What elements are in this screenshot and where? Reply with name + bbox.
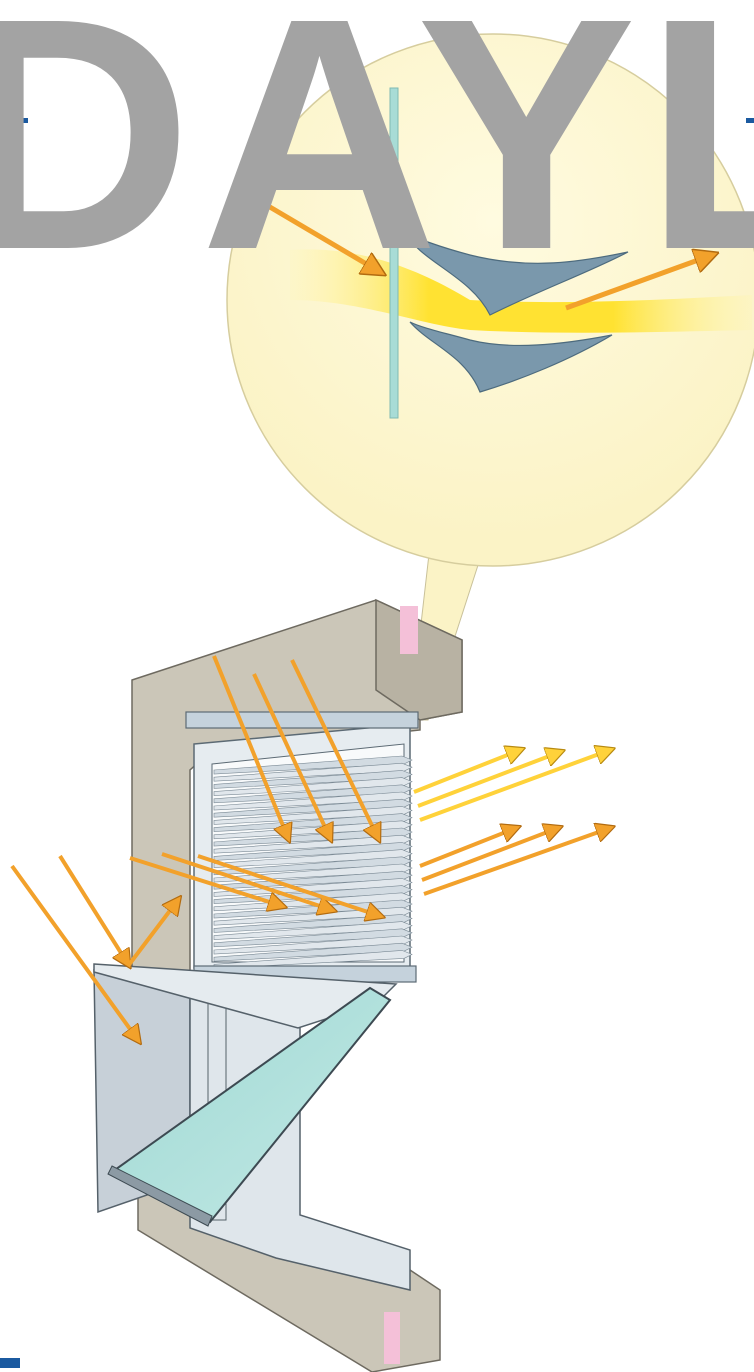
insulation-lower bbox=[384, 1312, 400, 1364]
accent-block-bottom bbox=[0, 1358, 20, 1368]
light-shelf-assembly bbox=[94, 964, 410, 1290]
window-head bbox=[186, 712, 418, 728]
sunlight-ray-arrow bbox=[418, 752, 560, 806]
sunlight-ray-arrow bbox=[420, 750, 610, 820]
sunlight-ray-arrow bbox=[424, 828, 610, 894]
window-assembly bbox=[186, 712, 418, 982]
big-title: DAYL bbox=[0, 0, 754, 318]
insulation-upper bbox=[400, 606, 418, 654]
